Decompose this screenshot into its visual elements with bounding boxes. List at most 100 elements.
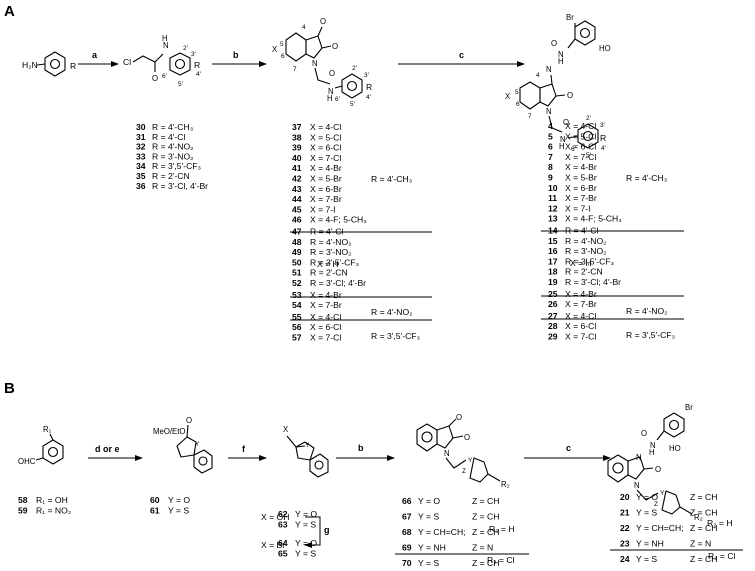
z-substituent: Z = CH: [690, 523, 717, 533]
svg-text:4': 4': [196, 71, 201, 78]
svg-text:N: N: [560, 135, 566, 144]
compound-substituent: R = 2'-CN: [565, 267, 603, 277]
group-label-r-no2-mid: R = 4'-NO₂: [371, 307, 413, 317]
compound-substituent: Y = S: [295, 520, 316, 530]
svg-text:6': 6': [335, 96, 340, 103]
hydrazone-benzyl-structure: Br HO O N H N O N Y Z R₂: [607, 403, 703, 522]
compound-substituent: R = 4'-CH₃: [152, 122, 194, 132]
compound-substituent: X = 7-Cl: [565, 152, 596, 162]
svg-text:N: N: [558, 50, 564, 59]
aniline-structure: H₂N R: [22, 51, 76, 77]
group-label-r-ch3-right: R = 4'-CH₃: [626, 173, 668, 183]
svg-text:X: X: [505, 92, 511, 101]
compound-substituent: X = 7-Cl: [565, 332, 596, 342]
compound-substituent: X = 6-Br: [310, 184, 342, 194]
y-substituent: Y = O: [636, 492, 658, 502]
compound-number: 29: [548, 332, 558, 342]
svg-text:N: N: [444, 449, 450, 458]
svg-text:2': 2': [183, 45, 188, 52]
y-substituent: Y = CH=CH;: [636, 523, 684, 533]
svg-text:HO: HO: [669, 444, 681, 453]
reagent-c-top: c: [459, 50, 464, 60]
svg-text:O: O: [655, 465, 661, 474]
compound-number: 32: [136, 142, 146, 152]
r2-cl-right: R₂ = Cl: [708, 551, 736, 561]
compound-number: 31: [136, 132, 146, 142]
compound-substituent: X = 6-Cl: [310, 143, 341, 153]
compound-substituent: Y = O: [295, 509, 317, 519]
svg-text:6: 6: [516, 101, 520, 108]
compound-number: 38: [292, 132, 302, 142]
x-oh-label: X = OH: [261, 512, 289, 522]
compound-number: 27: [548, 311, 558, 321]
svg-text:4: 4: [302, 24, 306, 31]
group-label-x-h-right: X = H: [570, 258, 592, 268]
svg-text:MeO/EtO: MeO/EtO: [153, 427, 186, 436]
svg-text:7: 7: [293, 66, 297, 73]
svg-text:H₂N: H₂N: [22, 60, 38, 70]
compound-number: 12: [548, 203, 558, 213]
compound-number: 18: [548, 267, 558, 277]
compound-number: 48: [292, 237, 302, 247]
benzofuran-ester-structure: MeO/EtO O Y: [153, 416, 213, 474]
compound-substituent: Y = O: [295, 538, 317, 548]
y-substituent: Y = S: [636, 508, 657, 518]
svg-text:Br: Br: [566, 13, 574, 22]
benzofuran-methyl-structure: X Y: [283, 425, 329, 478]
svg-text:X: X: [272, 45, 278, 54]
svg-text:O: O: [563, 118, 569, 127]
svg-text:6': 6': [162, 73, 167, 80]
compound-number: 40: [292, 153, 302, 163]
compound-substituent: Y = S: [295, 549, 316, 559]
compound-number: 19: [548, 277, 558, 287]
svg-text:5: 5: [515, 89, 519, 96]
compound-substituent: R = 3'-Cl; 4'-Br: [310, 278, 366, 288]
compound-number: 33: [136, 151, 146, 161]
compound-number: 61: [150, 506, 160, 516]
svg-text:Y: Y: [305, 442, 310, 449]
compound-substituent: X = 7-Cl: [310, 333, 341, 343]
compound-number: 11: [548, 193, 557, 203]
svg-text:2': 2': [586, 115, 591, 122]
svg-text:4: 4: [536, 72, 540, 79]
compound-substituent: X = 7-Br: [310, 194, 342, 204]
svg-text:O: O: [186, 416, 192, 425]
compound-number: 35: [136, 171, 146, 181]
svg-text:R₂: R₂: [501, 480, 510, 489]
svg-text:O: O: [551, 39, 557, 48]
svg-text:HO: HO: [599, 44, 611, 53]
compound-number: 45: [292, 204, 302, 214]
y-substituent: Y = O: [418, 496, 440, 506]
svg-text:O: O: [329, 69, 335, 78]
compound-number: 49: [292, 247, 302, 257]
compound-number: 5: [548, 131, 553, 141]
compound-number: 51: [292, 268, 302, 278]
compound-number: 6: [548, 142, 553, 152]
svg-text:X: X: [283, 425, 289, 434]
compound-substituent: R = 3'-Cl; 4'-Br: [565, 277, 621, 287]
compound-substituent: R = 2'-CN: [310, 268, 348, 278]
compound-substituent: Y = S: [168, 506, 189, 516]
svg-text:O: O: [332, 42, 338, 51]
compound-substituent: X = 6-Cl: [310, 322, 341, 332]
compound-substituent: R₁ = NO₂: [36, 506, 71, 516]
compound-substituent: X = 6-Cl: [565, 142, 596, 152]
z-substituent: Z = CH: [690, 492, 717, 502]
reagent-g: g: [324, 525, 330, 535]
compound-substituent: X = 5-Cl: [310, 132, 341, 142]
compound-substituent: R = 3'-Cl, 4'-Br: [152, 181, 208, 191]
compound-substituent: R = 3'-NO₂: [310, 247, 352, 257]
compound-number: 66: [402, 496, 412, 506]
svg-text:N: N: [650, 441, 656, 450]
svg-text:5': 5': [178, 81, 183, 88]
svg-text:R: R: [194, 60, 200, 70]
isatin-benzyl-structure: O O N Y Z R₂: [416, 413, 510, 489]
y-substituent: Y = S: [418, 558, 439, 568]
compound-substituent: X = 4-F; 5-CH₃: [310, 215, 367, 225]
svg-text:O: O: [464, 433, 470, 442]
reagent-b-top: b: [233, 50, 239, 60]
compound-substituent: R = 4'-NO₂: [310, 237, 352, 247]
